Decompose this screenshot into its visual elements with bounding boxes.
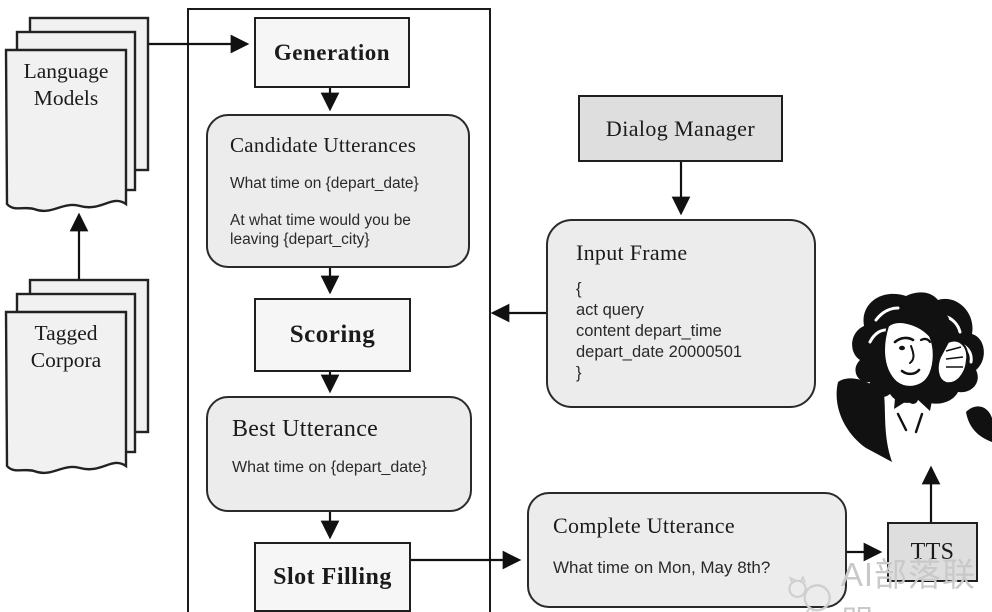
language-models-stack: Language Models bbox=[4, 16, 154, 228]
scoring-label: Scoring bbox=[289, 321, 376, 348]
input-frame-line: } bbox=[576, 364, 582, 382]
input-frame-line: { bbox=[576, 280, 582, 298]
tagged-corpora-label: Tagged Corpora bbox=[30, 321, 102, 372]
complete-utterance-box: Complete Utterance What time on Mon, May… bbox=[527, 492, 847, 608]
dialog-manager-label: Dialog Manager bbox=[605, 115, 756, 141]
input-frame-title: Input Frame bbox=[576, 240, 688, 265]
pipeline-frame bbox=[187, 8, 491, 612]
document-stack-icon bbox=[4, 278, 150, 474]
candidate-utterances-box: Candidate Utterances What time on {depar… bbox=[206, 114, 470, 268]
language-models-label: Language Models bbox=[23, 59, 109, 110]
input-frame-line: depart_date 20000501 bbox=[576, 343, 743, 361]
input-frame-line: content depart_time bbox=[576, 322, 722, 340]
best-utterance-box: Best Utterance What time on {depart_date… bbox=[206, 396, 472, 512]
watermark: AI部落联盟 bbox=[785, 548, 992, 612]
candidate-utterances-title: Candidate Utterances bbox=[230, 133, 417, 157]
generation-label: Generation bbox=[273, 39, 391, 65]
best-utterance-line: What time on {depart_date} bbox=[232, 459, 427, 476]
input-frame-box: Input Frame { act query content depart_t… bbox=[546, 219, 816, 408]
best-utterance-title: Best Utterance bbox=[232, 416, 379, 442]
scoring-box: Scoring bbox=[254, 298, 411, 372]
watermark-text: AI部落联盟 bbox=[840, 556, 977, 612]
complete-utterance-title: Complete Utterance bbox=[553, 513, 735, 538]
document-stack-icon bbox=[4, 16, 150, 212]
tts-label: TTS bbox=[910, 538, 955, 565]
dialog-manager-box: Dialog Manager bbox=[578, 95, 783, 162]
slot-filling-box: Slot Filling bbox=[254, 542, 411, 612]
tts-box: TTS bbox=[887, 522, 978, 582]
woman-on-telephone-icon bbox=[836, 290, 992, 466]
candidate-utterance-2: At what time would you be leaving {depar… bbox=[230, 212, 411, 248]
slot-filling-label: Slot Filling bbox=[273, 563, 392, 590]
tagged-corpora-stack: Tagged Corpora bbox=[4, 278, 154, 493]
watermark-logo-icon bbox=[788, 575, 831, 612]
complete-utterance-line: What time on Mon, May 8th? bbox=[553, 558, 771, 577]
generation-box: Generation bbox=[254, 17, 410, 88]
input-frame-line: act query bbox=[576, 301, 644, 319]
candidate-utterance-1: What time on {depart_date} bbox=[230, 175, 419, 192]
